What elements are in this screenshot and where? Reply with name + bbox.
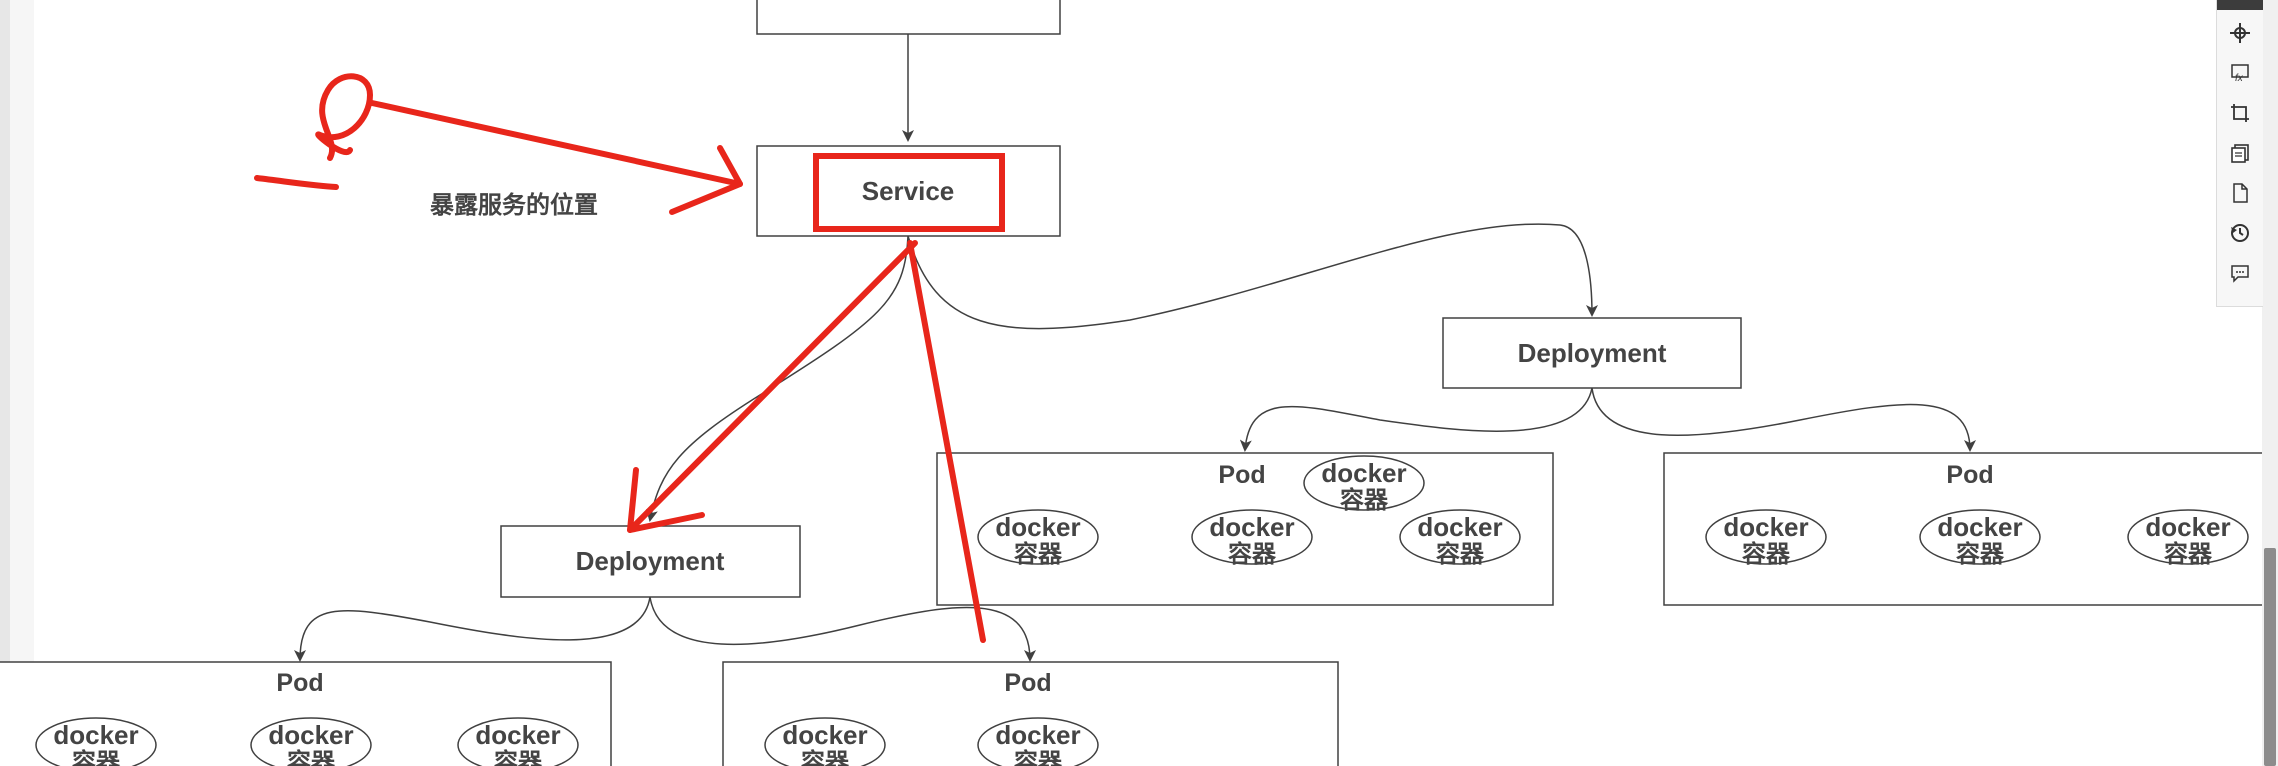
left-gutter bbox=[10, 0, 34, 766]
container-label-line2: 容器 bbox=[72, 748, 121, 766]
container-label-line2: 容器 bbox=[1956, 540, 2005, 568]
container-label-line2: 容器 bbox=[801, 748, 850, 766]
connector-deploy-left-pod2 bbox=[649, 596, 1036, 662]
container-label-line1: docker bbox=[2145, 512, 2230, 542]
container-label-line1: docker bbox=[1417, 512, 1502, 542]
container-label-line1: docker bbox=[1321, 458, 1406, 488]
service-node[interactable]: Service bbox=[756, 145, 1061, 237]
red-arrowhead bbox=[627, 467, 705, 533]
container-label-line1: docker bbox=[782, 720, 867, 750]
toolbar-tab[interactable] bbox=[2217, 0, 2263, 10]
deployment-label: Deployment bbox=[1518, 338, 1667, 368]
right-toolbar: fx bbox=[2216, 0, 2263, 307]
container-label-line2: 容器 bbox=[1014, 748, 1063, 766]
container-label-line2: 容器 bbox=[2164, 540, 2213, 568]
red-arrow-to-deployment bbox=[627, 240, 918, 533]
connector-deploy-left-pod1 bbox=[294, 596, 651, 662]
red-line-to-pod bbox=[907, 240, 986, 643]
annotation-text: 暴露服务的位置 bbox=[430, 191, 598, 219]
deployment-node-left[interactable]: Deployment bbox=[500, 525, 801, 598]
container-label-line1: docker bbox=[475, 720, 560, 750]
container-label-line1: docker bbox=[995, 512, 1080, 542]
container-label-line1: docker bbox=[1723, 512, 1808, 542]
formula-icon[interactable]: fx bbox=[2225, 58, 2255, 88]
vertical-scrollbar-thumb[interactable] bbox=[2264, 548, 2276, 766]
container-label-line2: 容器 bbox=[1742, 540, 1791, 568]
container-label-line2: 容器 bbox=[287, 748, 336, 766]
crop-icon[interactable] bbox=[2225, 98, 2255, 128]
container-label-line2: 容器 bbox=[1228, 540, 1277, 568]
highlight-box bbox=[813, 153, 1005, 232]
handwritten-mark bbox=[254, 175, 339, 190]
red-annotations bbox=[254, 73, 1005, 643]
blank-page-icon[interactable] bbox=[2225, 178, 2255, 208]
container-label-line2: 容器 bbox=[1436, 540, 1485, 568]
ingress-box[interactable] bbox=[756, 0, 1061, 35]
connector-service-deployment-right bbox=[907, 223, 1598, 330]
handwritten-scribble bbox=[315, 73, 374, 161]
pod-label: Pod bbox=[276, 669, 323, 697]
deployment-label: Deployment bbox=[576, 546, 725, 576]
red-arrow-to-service bbox=[369, 100, 743, 187]
container-label-line1: docker bbox=[53, 720, 138, 750]
history-icon[interactable] bbox=[2225, 218, 2255, 248]
red-arrowhead-service bbox=[669, 145, 743, 215]
container-label-line2: 容器 bbox=[1014, 540, 1063, 568]
container-label-line2: 容器 bbox=[1340, 486, 1389, 514]
pod-label: Pod bbox=[1004, 669, 1051, 697]
service-label: Service bbox=[862, 176, 955, 206]
copy-pages-icon[interactable] bbox=[2225, 138, 2255, 168]
connector-deploy-right-pod2 bbox=[1591, 387, 1976, 452]
comment-icon[interactable] bbox=[2225, 258, 2255, 288]
container-label-line1: docker bbox=[1209, 512, 1294, 542]
pod-label: Pod bbox=[1218, 461, 1265, 489]
svg-text:fx: fx bbox=[2235, 73, 2244, 84]
container-label-line1: docker bbox=[995, 720, 1080, 750]
container-label-line2: 容器 bbox=[494, 748, 543, 766]
pod-label: Pod bbox=[1946, 461, 1993, 489]
container-label-line1: docker bbox=[268, 720, 353, 750]
connector-deploy-right-pod1 bbox=[1239, 387, 1593, 452]
deployment-node-right[interactable]: Deployment bbox=[1442, 317, 1742, 389]
container-label-line1: docker bbox=[1937, 512, 2022, 542]
crosshair-icon[interactable] bbox=[2225, 18, 2255, 48]
